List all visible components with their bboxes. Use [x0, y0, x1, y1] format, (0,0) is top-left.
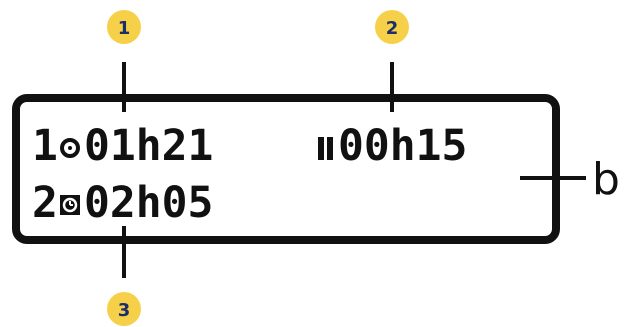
svg-text:3: 3	[118, 300, 131, 321]
callout-2-badge: 2	[375, 10, 409, 44]
line1-left-value: 01h21	[84, 121, 213, 171]
line1-left-prefix: 1	[32, 121, 58, 171]
callout-3-badge: 3	[107, 292, 141, 326]
line2-prefix: 2	[32, 178, 58, 228]
display-frame	[12, 94, 560, 244]
line2-value: 02h05	[84, 178, 213, 228]
line1-right-value: 00h15	[338, 121, 467, 171]
pause-symbol-icon	[318, 137, 333, 160]
callout-1-badge: 1	[107, 10, 141, 44]
side-label-b: b	[592, 154, 620, 205]
clock-symbol-icon	[60, 138, 80, 158]
clock-box-symbol-icon	[60, 195, 80, 215]
svg-text:2: 2	[386, 18, 399, 39]
svg-text:1: 1	[118, 18, 131, 39]
